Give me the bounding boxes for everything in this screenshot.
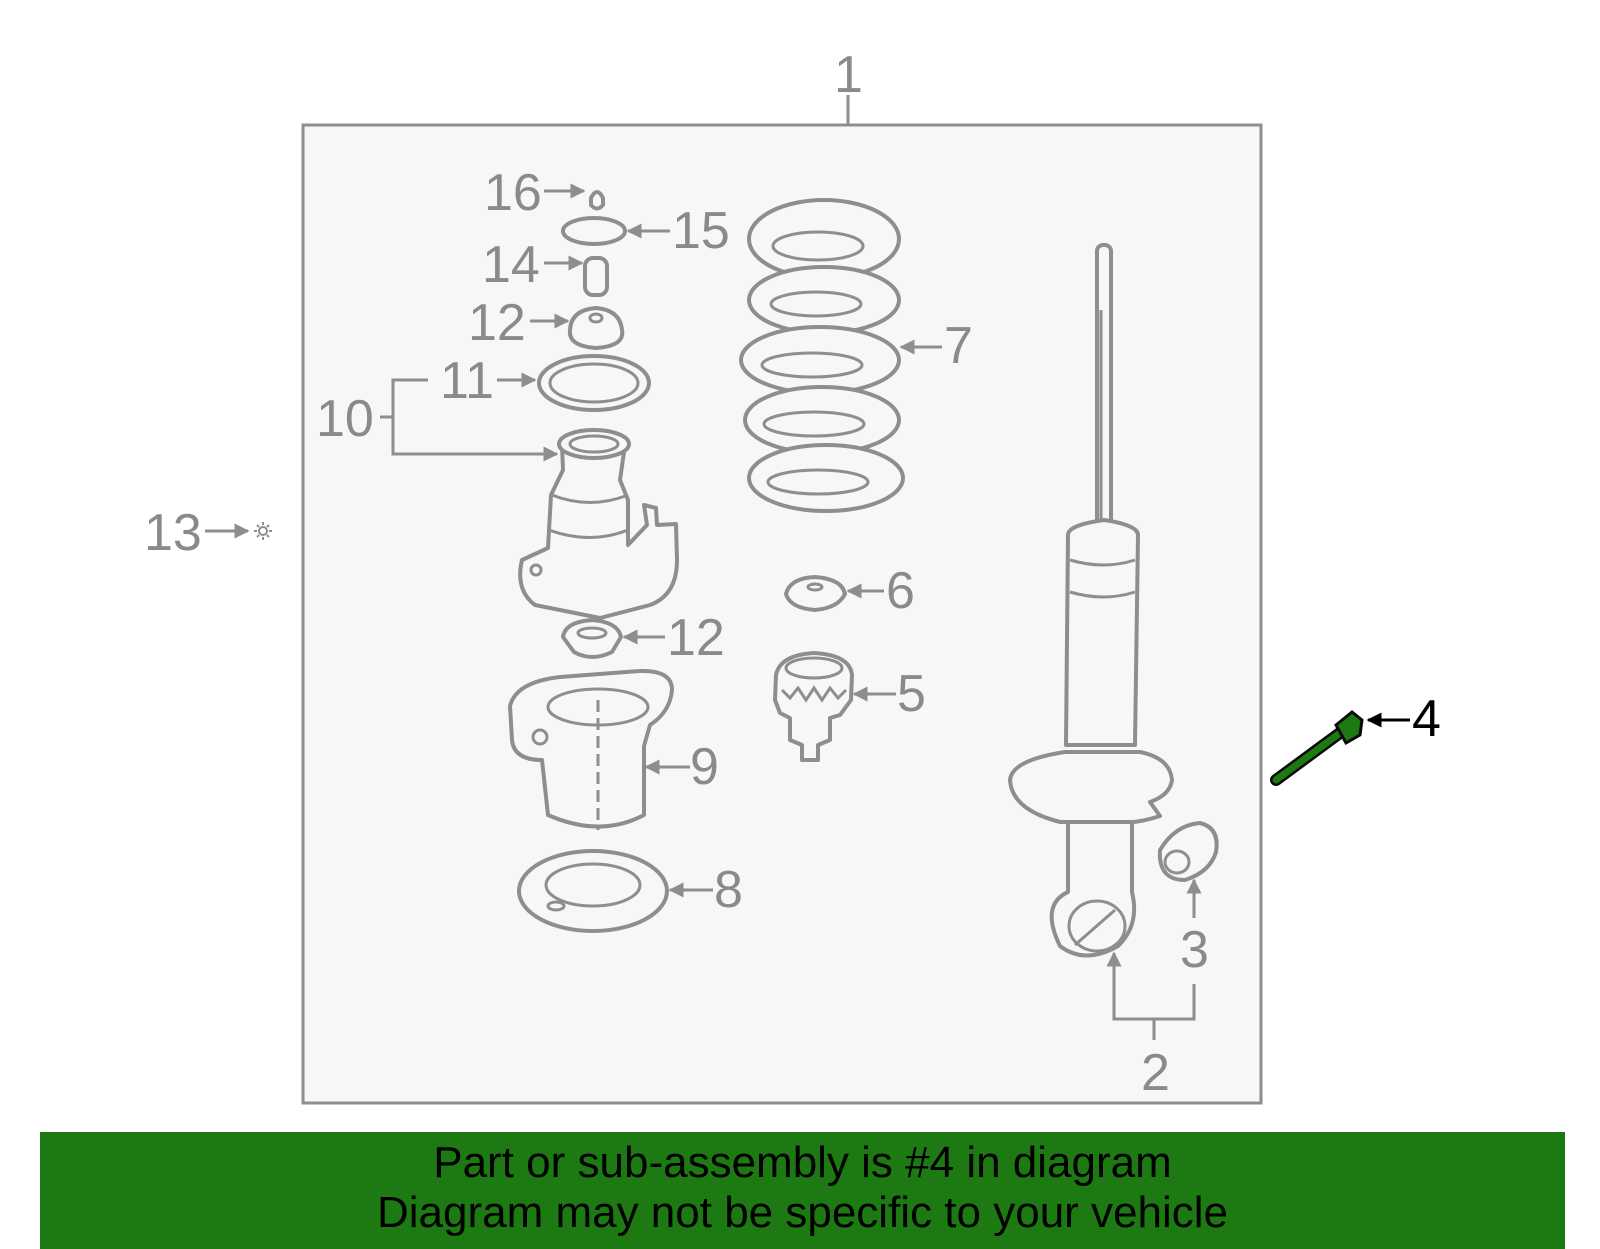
part-11-seal[interactable] xyxy=(537,354,651,412)
banner-line-disclaimer: Diagram may not be specific to your vehi… xyxy=(376,1188,1229,1237)
leader-lines xyxy=(205,183,1410,1040)
part-10-upper-mount[interactable] xyxy=(518,428,679,620)
part-16-cap[interactable] xyxy=(589,190,605,211)
callout-2: 2 xyxy=(1141,1044,1170,1102)
part-2-shock-absorber[interactable] xyxy=(1008,243,1174,958)
callout-1: 1 xyxy=(834,46,863,104)
part-3-bushing[interactable] xyxy=(1157,821,1219,882)
part-13-symbol xyxy=(254,522,272,540)
banner-line-part: Part or sub-assembly is #4 in diagram xyxy=(433,1138,1172,1187)
part-4-bolt[interactable] xyxy=(1270,710,1364,786)
callout-5: 5 xyxy=(897,665,926,723)
callout-9: 9 xyxy=(690,738,719,796)
callout-7: 7 xyxy=(944,317,973,375)
callout-6: 6 xyxy=(886,562,915,620)
callout-14: 14 xyxy=(482,236,540,294)
callout-8: 8 xyxy=(714,861,743,919)
part-7-coil-spring[interactable] xyxy=(739,198,905,513)
callout-16: 16 xyxy=(484,164,542,222)
callout-labels: 1 16 15 14 12 11 10 13 7 6 12 5 9 8 3 2 … xyxy=(144,46,1441,1102)
part-15-ring[interactable] xyxy=(561,216,627,246)
callout-11: 11 xyxy=(440,352,494,410)
part-8-spring-pad[interactable] xyxy=(517,849,669,933)
callout-10: 10 xyxy=(316,390,374,448)
part-12-lower-nut[interactable] xyxy=(561,618,623,659)
part-6-stop-cap[interactable] xyxy=(784,575,847,612)
callout-3: 3 xyxy=(1180,921,1209,979)
part-5-bump-stop[interactable] xyxy=(773,651,854,762)
callout-12-upper: 12 xyxy=(468,294,526,352)
part-14-bushing[interactable] xyxy=(583,256,609,297)
callout-4: 4 xyxy=(1412,690,1441,748)
info-banner: Part or sub-assembly is #4 in diagram Di… xyxy=(40,1132,1565,1249)
part-9-spring-seat[interactable] xyxy=(508,668,674,830)
callout-13: 13 xyxy=(144,504,202,562)
callout-12-lower: 12 xyxy=(667,609,725,667)
part-12-upper-nut[interactable] xyxy=(567,306,625,350)
callout-15: 15 xyxy=(672,202,730,260)
